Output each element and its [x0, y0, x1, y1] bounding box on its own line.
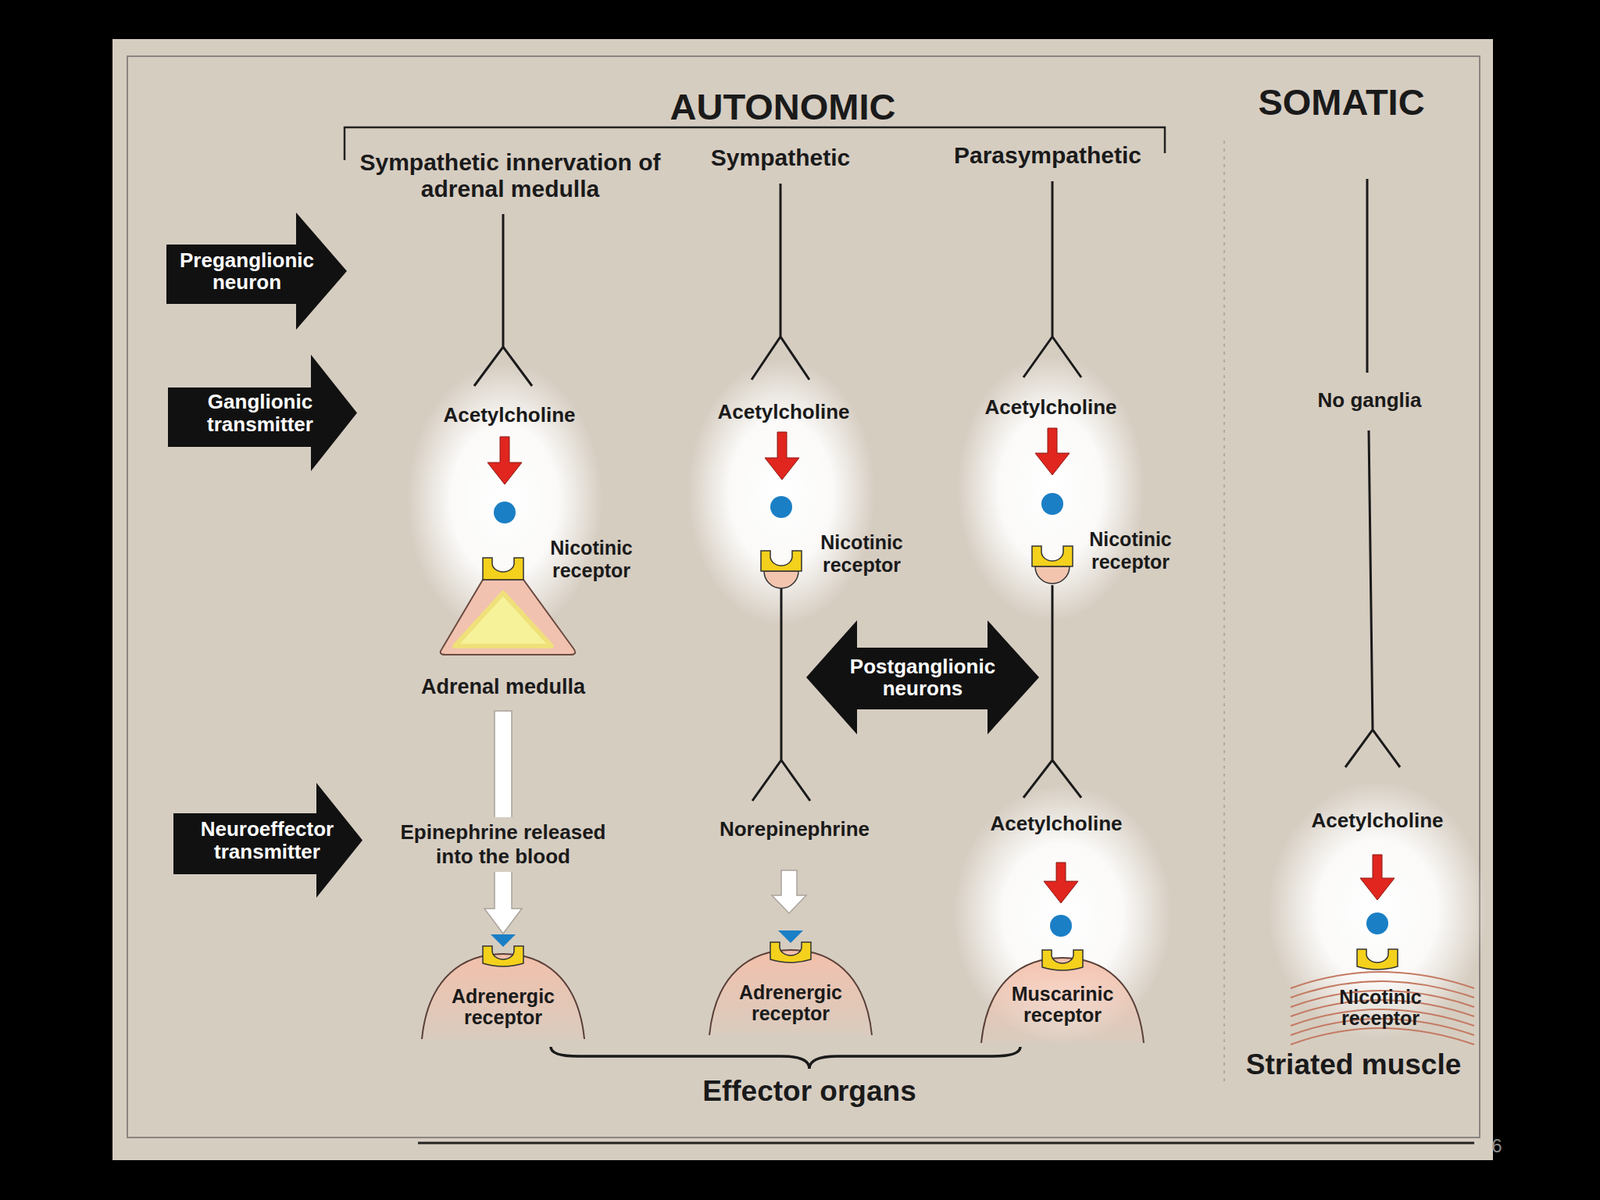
release-arrow	[1035, 428, 1070, 475]
transmitter-label: Acetylcholine	[1275, 809, 1479, 833]
receptor-symbol	[1042, 950, 1083, 971]
receptor-label: Nicotinic receptor	[807, 531, 917, 577]
receptor-label: Muscarinic receptor	[1000, 976, 1125, 1033]
transmitter-symbol	[778, 930, 804, 943]
ganglion-receptor	[1035, 566, 1070, 584]
transmitter-dot	[493, 501, 516, 524]
arrow-text: Preganglionic neuron	[166, 212, 328, 330]
transmitter-label: Acetylcholine	[407, 403, 611, 428]
column-heading: Sympathetic innervation of adrenal medul…	[353, 149, 667, 204]
muscle-fiber	[1290, 971, 1475, 989]
column-heading: Sympathetic	[663, 144, 898, 172]
neuron	[1345, 178, 1400, 768]
transmitter-label: Acetylcholine	[954, 812, 1158, 836]
gland-outline	[440, 579, 576, 655]
connector-label: Epinephrine released into the blood	[385, 817, 621, 872]
neuron	[751, 183, 810, 380]
arrow-shape	[166, 212, 347, 330]
transmitter-dot	[1366, 912, 1389, 935]
neuron	[1023, 585, 1082, 798]
arrow-shape	[167, 354, 358, 472]
transmitter-dots	[493, 492, 1389, 937]
transmitter-label: Acetylcholine	[682, 400, 886, 425]
glow	[953, 785, 1172, 1043]
panel-border	[127, 56, 1480, 1138]
arrow-shape	[806, 620, 1040, 735]
receptor-cell: Adrenergic receptor	[417, 933, 590, 1040]
rule	[417, 1142, 1475, 1145]
transmitter-label: Acetylcholine	[949, 396, 1153, 420]
transmitter-symbol	[490, 934, 516, 947]
muscle-fiber	[1290, 1028, 1475, 1045]
group-heading: AUTONOMIC	[587, 85, 979, 129]
group-heading: SOMATIC	[1185, 81, 1498, 124]
release-arrow	[487, 436, 522, 485]
note-label: No ganglia	[1283, 389, 1456, 413]
double-arrow: Postganglionic neurons	[806, 620, 1040, 735]
divider	[1223, 140, 1225, 1086]
page-number: 6	[1481, 1135, 1513, 1158]
transmitter-dot	[770, 496, 793, 518]
release-arrow	[771, 870, 807, 914]
glow	[1267, 781, 1487, 1040]
arrow-text: Postganglionic neurons	[821, 620, 1024, 735]
receptor-cell: Muscarinic receptor	[976, 937, 1149, 1043]
red-arrows	[487, 428, 1395, 904]
ganglion-receptor	[760, 550, 802, 572]
gland-core	[454, 592, 552, 647]
arrow-shape	[173, 782, 363, 898]
column-heading: Parasympathetic	[922, 142, 1173, 170]
panel	[112, 39, 1493, 1161]
arrow-text: Ganglionic transmitter	[167, 354, 353, 472]
neuron	[752, 588, 811, 801]
ganglion-receptor	[764, 571, 799, 589]
neuron	[474, 214, 533, 386]
transmitter-dot	[1041, 492, 1064, 515]
release-arrow	[1360, 854, 1395, 900]
row-arrow: Preganglionic neuron	[166, 212, 347, 330]
glow	[687, 359, 875, 625]
release-arrow	[764, 432, 800, 480]
neuron-lines	[474, 178, 1400, 801]
receptor-symbol	[770, 942, 811, 963]
receptor-label: Adrenergic receptor	[440, 978, 566, 1036]
group-caption: Effector organs	[653, 1075, 966, 1109]
receptor-label: Nicotinic receptor	[536, 536, 647, 583]
receptor-symbol	[482, 557, 524, 580]
receptor-symbol	[1357, 949, 1398, 970]
glow	[957, 355, 1145, 622]
transmitter-dot	[1050, 914, 1072, 937]
receptor-label: Adrenergic receptor	[728, 975, 854, 1032]
arrow-text: Neuroeffector transmitter	[173, 782, 361, 898]
row-arrow: Ganglionic transmitter	[167, 354, 358, 472]
transmitter-label: Norepinephrine	[692, 817, 897, 842]
receptor-symbol	[482, 946, 524, 967]
organ-label: Adrenal medulla	[410, 667, 596, 708]
muscle-label: Striated muscle	[1230, 1046, 1477, 1083]
striated-muscle: Nicotinic receptorStriated muscle	[1230, 941, 1477, 1086]
receptor-label: Nicotinic receptor	[1314, 984, 1447, 1032]
row-arrow: Neuroeffector transmitter	[173, 782, 363, 898]
brace	[550, 1046, 1021, 1069]
receptor-cell: Adrenergic receptor	[704, 929, 877, 1036]
ganglion-receptor	[1032, 546, 1073, 567]
release-arrow	[1043, 862, 1079, 904]
receptor-label: Nicotinic receptor	[1075, 528, 1186, 574]
neuron	[1023, 181, 1082, 378]
